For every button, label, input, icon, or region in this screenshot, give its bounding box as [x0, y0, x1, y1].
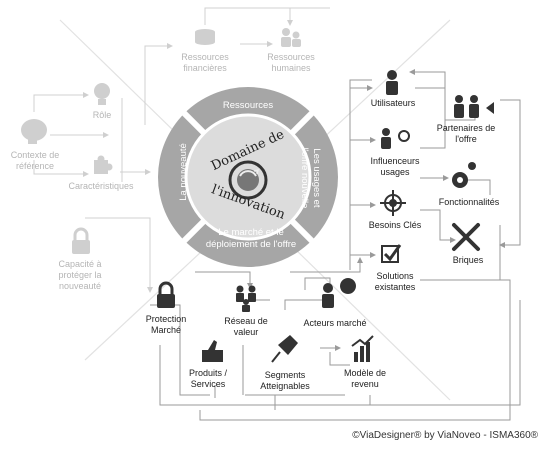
node-partenaires: Partenaires de l'offre	[430, 123, 502, 145]
node-contexte-line1: Contexte de	[10, 150, 60, 160]
node-ressources-humaines: Ressources humaines	[256, 52, 326, 74]
node-capacite-line2: protéger la	[58, 270, 102, 280]
node-influenceurs-line1: Influenceurs	[370, 156, 420, 166]
node-segments-line1: Segments	[264, 370, 306, 380]
node-role: Rôle	[92, 110, 112, 120]
node-ressources-humaines-line2: humaines	[271, 63, 311, 73]
node-briques: Briques	[452, 255, 484, 265]
node-reseau-line1: Réseau de	[224, 316, 268, 326]
quadrant-nouveaute: La nouveauté	[178, 143, 189, 201]
node-utilisateurs: Utilisateurs	[370, 98, 416, 108]
node-modele-line2: revenu	[351, 379, 379, 389]
node-reseau-line2: valeur	[233, 327, 259, 337]
copyright-text: ©ViaDesigner® by ViaNoveo - ISMA360®	[352, 430, 538, 441]
node-protection-line2: Marché	[150, 325, 181, 335]
node-protection: Protection Marché	[136, 314, 196, 336]
node-reseau: Réseau de valeur	[216, 316, 276, 338]
node-contexte-line2: référence	[15, 161, 55, 171]
node-capacite-line3: nouveauté	[58, 281, 102, 291]
node-fonctionnalites: Fonctionnalités	[438, 197, 500, 207]
faded-connectors	[33, 7, 330, 293]
quadrant-marche: Le marché et le déploiement de l'offre	[196, 227, 306, 251]
node-capacite: Capacité à protéger la nouveauté	[50, 259, 110, 292]
node-segments: Segments Atteignables	[250, 370, 320, 392]
node-solutions-line2: existantes	[374, 282, 416, 292]
quadrant-usages-line2: l'offre nouvelle	[299, 147, 310, 209]
node-modele: Modèle de revenu	[334, 368, 396, 390]
node-capacite-line1: Capacité à	[58, 259, 102, 269]
node-besoins: Besoins Clés	[368, 220, 422, 230]
node-caracteristiques: Caractéristiques	[68, 181, 134, 191]
node-protection-line1: Protection	[145, 314, 187, 324]
node-influenceurs: Influenceurs usages	[360, 156, 430, 178]
node-ressources-financieres: Ressources financières	[170, 52, 240, 74]
quadrant-usages-line1: Les usages et	[311, 148, 322, 208]
node-segments-line2: Atteignables	[260, 381, 310, 391]
quadrant-marche-line1: Le marché et le	[218, 227, 284, 238]
node-partenaires-line1: Partenaires de	[436, 123, 496, 133]
node-modele-line1: Modèle de	[343, 368, 387, 378]
quadrant-ring	[158, 87, 338, 267]
quadrant-ressources: Ressources	[222, 100, 274, 111]
node-ressources-humaines-line1: Ressources	[267, 52, 315, 62]
node-solutions-line1: Solutions	[376, 271, 414, 281]
node-contexte: Contexte de référence	[0, 150, 70, 172]
node-produits-line1: Produits /	[188, 368, 228, 378]
quadrant-marche-line2: déploiement de l'offre	[205, 239, 297, 250]
node-ressources-financieres-line1: Ressources	[181, 52, 229, 62]
node-produits-line2: Services	[190, 379, 226, 389]
node-partenaires-line2: l'offre	[455, 134, 477, 144]
node-ressources-financieres-line2: financières	[183, 63, 227, 73]
node-produits: Produits / Services	[178, 368, 238, 390]
node-influenceurs-line2: usages	[380, 167, 410, 177]
quadrant-usages: Les usages et l'offre nouvelle	[298, 128, 322, 228]
node-acteurs: Acteurs marché	[303, 318, 367, 328]
node-solutions: Solutions existantes	[360, 271, 430, 293]
